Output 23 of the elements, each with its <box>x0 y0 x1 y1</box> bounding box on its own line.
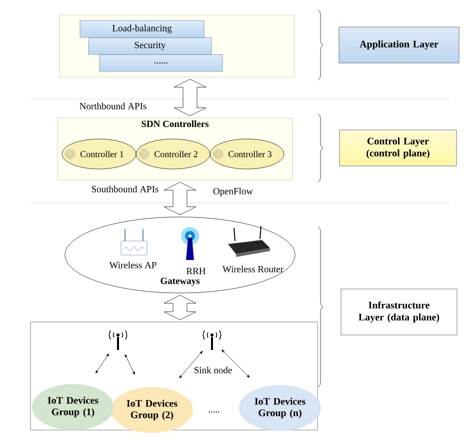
double-arrow <box>164 182 196 215</box>
double-arrow <box>164 295 196 320</box>
service-box: Security <box>88 37 212 55</box>
arrow <box>222 350 250 378</box>
double-arrow <box>174 79 206 116</box>
antenna-icon <box>108 330 128 350</box>
layer-box: Control Layer (control plane) <box>339 130 457 166</box>
label: Southbound APIs <box>92 186 158 192</box>
device-caption: RRH <box>186 268 206 274</box>
label: Northbound APIs <box>80 102 146 110</box>
arrow <box>96 353 110 374</box>
service-box: Load-balancing <box>80 20 204 38</box>
device-caption: Wireless AP <box>109 262 156 268</box>
arrow <box>124 354 135 375</box>
label: OpenFlow <box>213 188 254 196</box>
antenna-icon <box>202 330 222 350</box>
label: ..... <box>208 411 220 413</box>
label: Sink node <box>194 366 232 374</box>
device-caption: Wireless Router <box>222 266 284 272</box>
layer-box: Infrastructure Layer (data plane) <box>340 288 458 336</box>
layer-box: Application Layer <box>338 26 460 64</box>
service-box: ...... <box>99 54 223 72</box>
arrow <box>179 350 203 378</box>
